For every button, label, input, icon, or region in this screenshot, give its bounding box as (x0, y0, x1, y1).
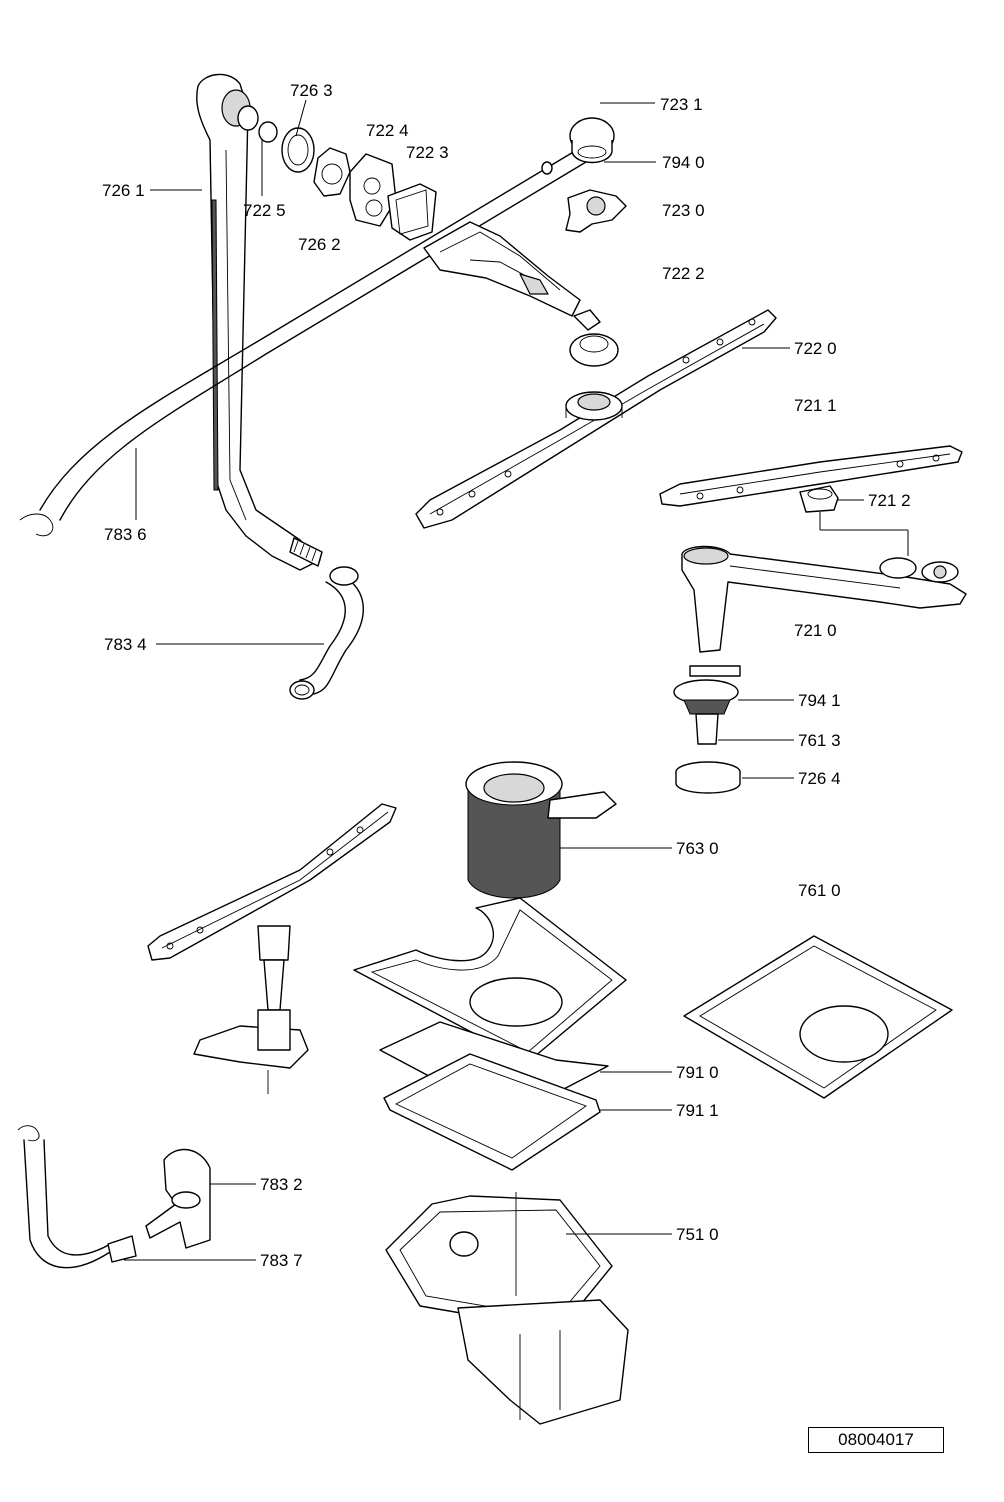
label-7261: 726 1 (102, 181, 145, 200)
diagram-reference-number: 08004017 (808, 1427, 944, 1453)
label-7911: 791 1 (676, 1101, 719, 1120)
label-7613: 761 3 (798, 731, 841, 750)
leader-lines (124, 99, 909, 1261)
label-7211: 721 1 (794, 396, 837, 415)
middle-spray-arm (415, 309, 777, 529)
label-7834: 783 4 (104, 635, 147, 654)
filter-tray (683, 935, 953, 1099)
lower-spray-arm (147, 803, 397, 1094)
label-7630: 763 0 (676, 839, 719, 858)
upper-spray-arm (659, 445, 963, 513)
label-7263: 726 3 (290, 81, 333, 100)
label-7220: 722 0 (794, 339, 837, 358)
label-7212: 721 2 (868, 491, 911, 510)
sump-assembly (353, 897, 629, 1425)
label-7837: 783 7 (260, 1251, 303, 1270)
filter-cylinder (465, 761, 617, 899)
label-7262: 726 2 (298, 235, 341, 254)
drain-hose-parts (17, 1125, 211, 1269)
upper-hub-parts (565, 117, 627, 233)
label-7940: 794 0 (662, 153, 705, 172)
label-7230: 723 0 (662, 201, 705, 220)
upper-wash-conduit (681, 545, 967, 653)
label-7264: 726 4 (798, 769, 841, 788)
label-7836: 783 6 (104, 525, 147, 544)
label-7910: 791 0 (676, 1063, 719, 1082)
supply-tube (19, 147, 587, 537)
label-7222: 722 2 (662, 264, 705, 283)
conduit-connector-parts (673, 665, 741, 794)
label-7231: 723 1 (660, 95, 703, 114)
part-labels: 726 3 723 1 722 4 722 3 794 0 726 1 722 … (102, 81, 911, 1270)
label-7610: 761 0 (798, 881, 841, 900)
label-7832: 783 2 (260, 1175, 303, 1194)
connecting-hose (289, 566, 364, 700)
label-7223: 722 3 (406, 143, 449, 162)
label-7941: 794 1 (798, 691, 841, 710)
label-7510: 751 0 (676, 1225, 719, 1244)
label-7210: 721 0 (794, 621, 837, 640)
label-7225: 722 5 (243, 201, 286, 220)
pipe-connector-parts (221, 89, 437, 241)
label-7224: 722 4 (366, 121, 409, 140)
upper-spray-pipe (196, 73, 323, 571)
upper-arm-bracket (423, 221, 581, 317)
